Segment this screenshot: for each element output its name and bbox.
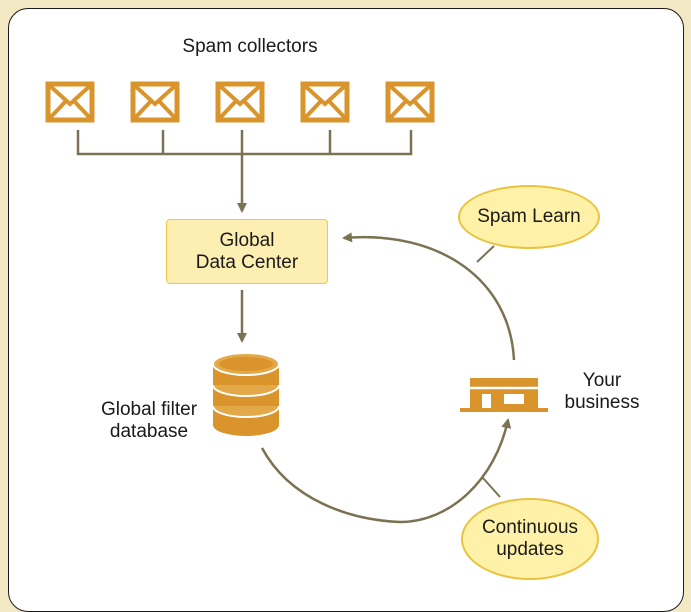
envelope-icon (130, 81, 180, 123)
business-label-line2: business (564, 392, 640, 413)
envelope-icon (385, 81, 435, 123)
filter-db-label-line2: database (109, 421, 189, 442)
spam-learn-bubble: Spam Learn (458, 185, 600, 249)
building-icon (460, 378, 548, 412)
data-center-line2: Data Center (195, 251, 299, 273)
envelope-icon (215, 81, 265, 123)
continuous-updates-bubble: Continuous updates (461, 498, 599, 580)
global-data-center-box: Global Data Center (166, 219, 328, 284)
updates-line1: Continuous (481, 517, 579, 538)
business-label-line1: Your (582, 370, 622, 391)
data-center-line1: Global (219, 229, 275, 251)
envelope-icon (45, 81, 95, 123)
updates-line2: updates (496, 539, 564, 560)
updates-callout (482, 477, 501, 498)
spam-learn-label: Spam Learn (477, 206, 581, 227)
envelope-icon (300, 81, 350, 123)
upper-cycle-arrow (342, 232, 516, 361)
filter-db-label-line1: Global filter (100, 399, 198, 420)
spam-collectors-label: Spam collectors (182, 36, 318, 57)
lower-cycle-arrow (260, 418, 512, 524)
spam-learn-callout (476, 245, 495, 263)
database-icon (212, 352, 280, 436)
collector-connector (76, 130, 413, 156)
